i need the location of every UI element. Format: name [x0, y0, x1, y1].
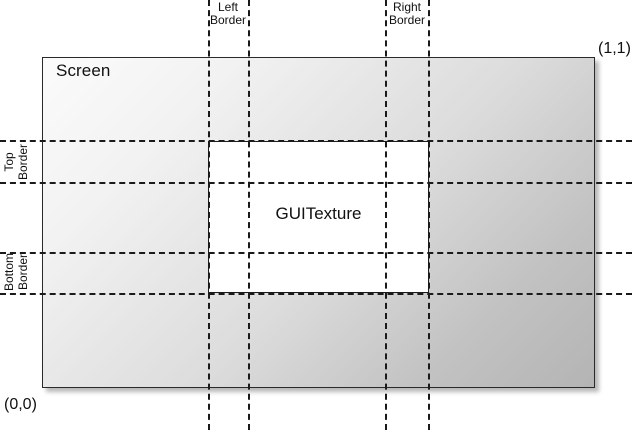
left-border-label-line2: Border	[209, 13, 247, 27]
right-border-label-line2: Border	[388, 13, 426, 27]
guide-hline-bottom-outer	[0, 293, 632, 295]
top-border-label-line1: Top	[2, 152, 16, 172]
guitexture-label: GUITexture	[275, 204, 362, 223]
guide-hline-top-inner	[0, 182, 632, 184]
top-border-label: Top Border	[2, 144, 30, 180]
guide-vline-right-inner	[385, 0, 387, 430]
bottom-border-label-line1: Bottom	[2, 252, 16, 291]
guide-vline-left-outer	[208, 0, 210, 430]
guide-vline-left-inner	[248, 0, 250, 430]
top-border-label-line2: Border	[16, 143, 30, 180]
guitexture-rect	[208, 141, 429, 293]
guide-hline-top-outer	[0, 140, 632, 142]
guide-vline-right-outer	[428, 0, 430, 430]
guide-hline-bottom-inner	[0, 252, 632, 254]
left-border-label: Left Border	[199, 1, 257, 27]
screen-label: Screen	[56, 61, 111, 80]
right-border-label-line1: Right	[392, 0, 421, 14]
bottom-border-label: Bottom Border	[2, 253, 30, 291]
left-border-label-line1: Left	[217, 0, 238, 14]
coordinate-top-right: (1,1)	[598, 40, 631, 57]
right-border-label: Right Border	[378, 1, 436, 27]
coordinate-bottom-left: (0,0)	[4, 396, 37, 413]
bottom-border-label-line2: Border	[16, 253, 30, 291]
